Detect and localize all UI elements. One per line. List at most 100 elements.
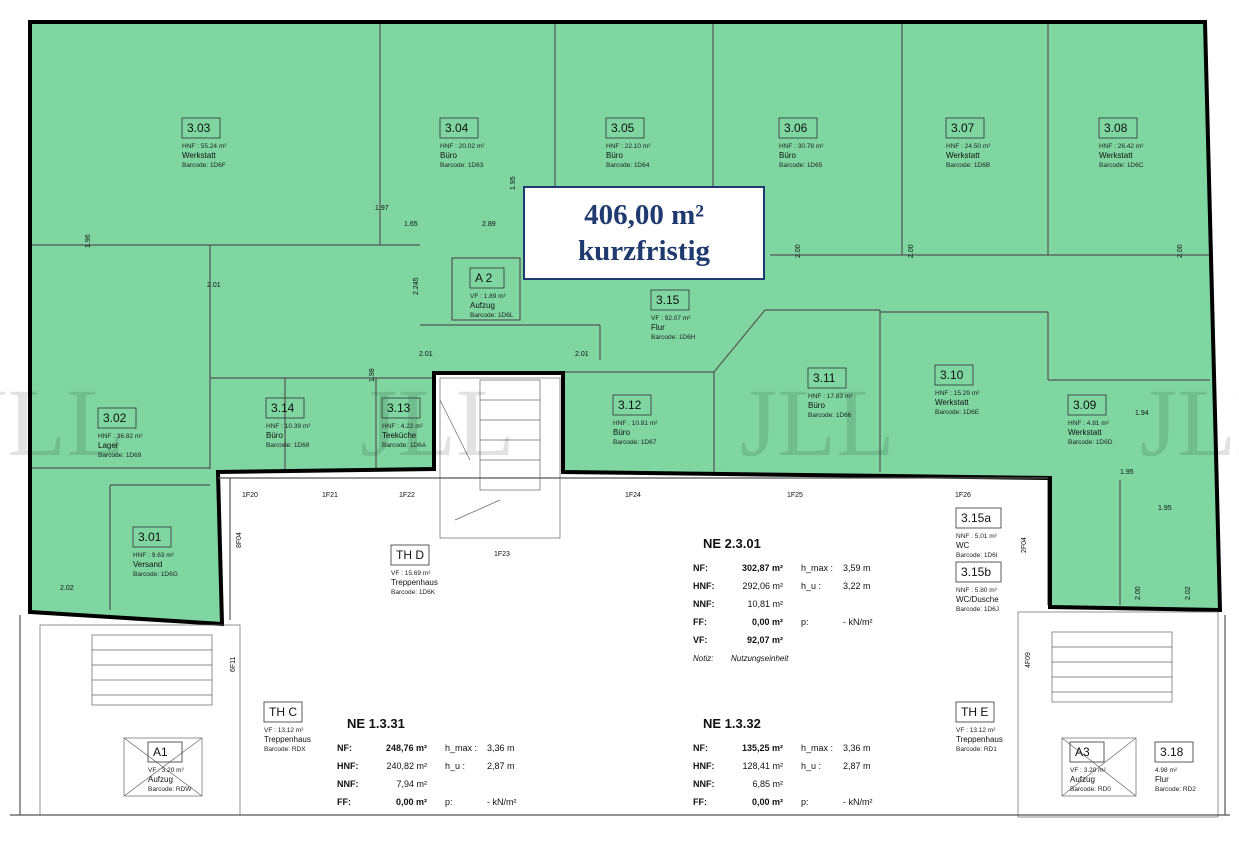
room-area: HNF : 22.10 m² [606, 143, 651, 150]
room-id-box [132, 526, 172, 548]
room-area: 4.98 m² [1155, 767, 1178, 774]
room-id-box [650, 289, 690, 311]
room-area: HNF : 4.22 m² [382, 423, 424, 430]
unit-key: NNF: [693, 599, 715, 609]
room-name: Büro [440, 151, 457, 160]
room-id: 3.06 [784, 121, 808, 135]
room-barcode: Barcode: 1D63 [440, 162, 484, 169]
room-id-box [612, 394, 652, 416]
room-area: HNF : 15.29 m² [935, 390, 980, 397]
room-area: VF : 92.07 m² [651, 315, 691, 322]
unit-height-value: 2,87 m [487, 761, 515, 771]
unit-value: 6,85 m² [752, 779, 783, 789]
unit-key: NNF: [337, 779, 359, 789]
room-id-box [439, 117, 479, 139]
dimension-label: 2.00 [908, 244, 915, 258]
room-area: HNF : 9.63 m² [133, 552, 175, 559]
unit-value: 128,41 m² [742, 761, 783, 771]
room-id-box [955, 561, 1002, 583]
room-name: Büro [606, 151, 623, 160]
room-id-box [778, 117, 818, 139]
room-name: Büro [808, 401, 825, 410]
room-name: Treppenhaus [391, 578, 438, 587]
room-name: Flur [1155, 775, 1169, 784]
unit-key: NF: [337, 743, 352, 753]
facade-label: 2F04 [1021, 537, 1028, 553]
room-barcode: Barcode: RDW [148, 786, 192, 793]
unit-key: HNF: [693, 761, 715, 771]
unit-key: FF: [337, 797, 351, 807]
room-area: HNF : 20.02 m² [440, 143, 485, 150]
room-id: 3.15a [961, 511, 991, 525]
room-id-box [955, 701, 995, 723]
room-barcode: Barcode: 1D6L [470, 312, 514, 319]
unit-key: HNF: [337, 761, 359, 771]
leased-area [30, 22, 1220, 624]
unit-height-value: - kN/m² [843, 797, 873, 807]
unit-value: 0,00 m² [752, 797, 783, 807]
room-id-box [265, 397, 305, 419]
facade-label: 1F23 [494, 551, 510, 558]
room-id: TH C [269, 705, 297, 719]
room-area: VF : 13.12 m² [264, 727, 304, 734]
unit-height-key: p: [801, 617, 809, 627]
unit-value: 240,82 m² [386, 761, 427, 771]
dimension-label: 2.01 [419, 351, 433, 358]
room-name: Werkstatt [182, 151, 216, 160]
room-id: 3.12 [618, 398, 642, 412]
room-id: 3.11 [813, 371, 836, 385]
room-barcode: Barcode: 1D6B [946, 162, 990, 169]
room-area: HNF : 4.81 m² [1068, 420, 1110, 427]
room-name: Aufzug [1070, 775, 1095, 784]
room-id-box [807, 367, 847, 389]
unit-value: 248,76 m² [386, 743, 427, 753]
dimension-label: 2.245 [413, 277, 420, 295]
room-id-box [181, 117, 221, 139]
room-id-box [934, 364, 974, 386]
room-name: Werkstatt [935, 398, 969, 407]
unit-key: VF: [693, 635, 708, 645]
room-area: HNF : 24.50 m² [946, 143, 991, 150]
leased-area-outline [28, 20, 1223, 627]
dimension-label: 2.00 [1177, 244, 1184, 258]
unit-key: FF: [693, 797, 707, 807]
room-id-box [945, 117, 985, 139]
svg-text:JLL: JLL [0, 369, 125, 476]
facade-label: 1F25 [787, 492, 803, 499]
room-barcode: Barcode: 1D68 [266, 442, 310, 449]
room-barcode: Barcode: 1D67 [613, 439, 657, 446]
stair-th-c [39, 624, 241, 816]
unit-value: 92,07 m² [747, 635, 783, 645]
dimension-label: 1.95 [1120, 469, 1134, 476]
room-barcode: Barcode: 1D6H [651, 334, 696, 341]
unit-height-value: 2,87 m [843, 761, 871, 771]
dimension-label: 1.94 [1135, 410, 1149, 417]
room-id: 3.18 [1160, 745, 1184, 759]
room-id: 3.14 [271, 401, 295, 415]
unit-title: NE 2.3.01 [703, 536, 761, 551]
dimension-label: 1.65 [404, 221, 418, 228]
facade-label: 1F20 [242, 492, 258, 499]
unit-key: FF: [693, 617, 707, 627]
watermark: JLL JLL JLL JLL [0, 369, 1239, 476]
callout-area: 406,00 m² [584, 199, 704, 231]
room-name: WC [956, 541, 970, 550]
unit-value: 292,06 m² [742, 581, 783, 591]
building-walls [10, 477, 1230, 816]
stair-th-d [439, 377, 561, 539]
room-id: 3.03 [187, 121, 211, 135]
room-area: VF : 1.89 m² [470, 293, 507, 300]
unit-height-key: h_max : [801, 563, 833, 573]
room-barcode: Barcode: 1D6G [133, 571, 178, 578]
